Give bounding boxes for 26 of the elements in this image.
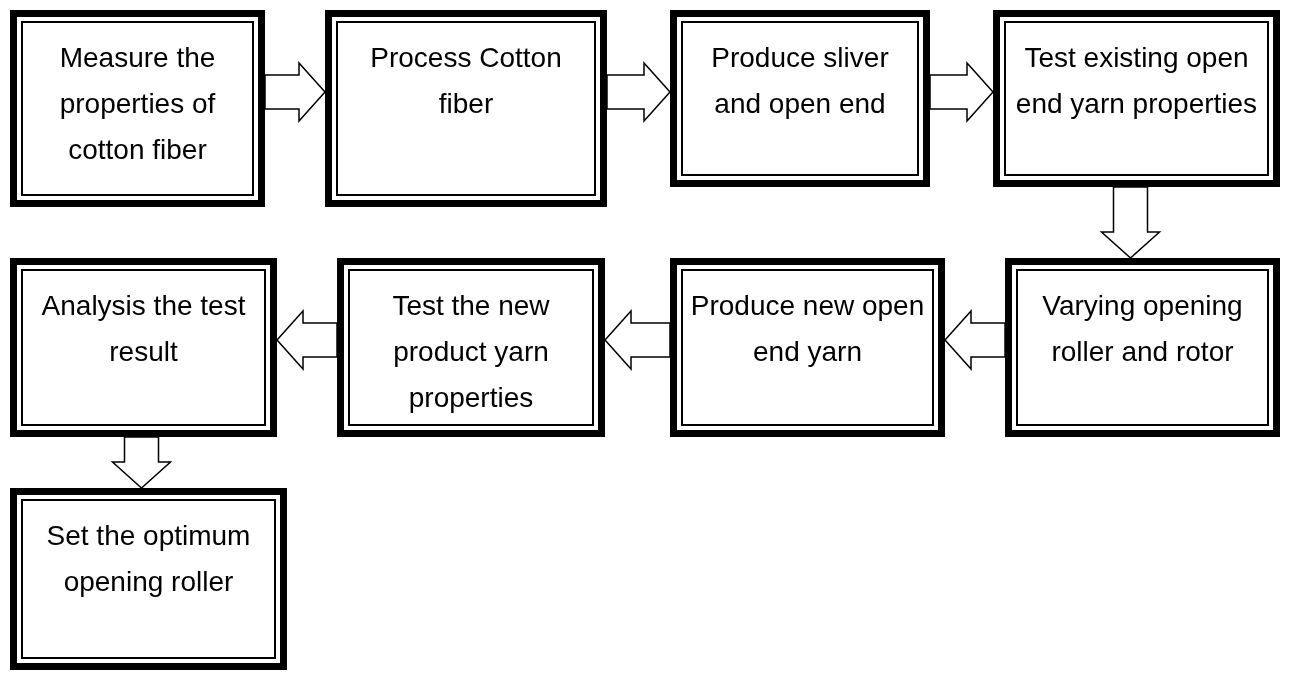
step-text: Measure the properties of cotton fiber <box>58 41 217 167</box>
step-text: Test existing open end yarn properties <box>1014 41 1259 121</box>
block-arrow <box>604 309 671 371</box>
block-arrow <box>1099 186 1162 259</box>
step-text: Analysis the test result <box>40 289 247 369</box>
process-box <box>10 10 265 207</box>
block-arrow <box>944 309 1006 371</box>
process-box <box>670 258 945 437</box>
process-box <box>993 10 1280 187</box>
process-box <box>337 258 605 437</box>
block-arrow <box>110 436 173 489</box>
process-box <box>670 10 930 187</box>
process-box <box>10 258 277 437</box>
block-arrow <box>276 309 338 371</box>
step-text: Varying opening roller and rotor <box>1041 289 1244 369</box>
step-text: Produce new open end yarn <box>689 289 926 369</box>
step-text: Set the optimum opening roller <box>45 519 252 599</box>
process-box <box>1005 258 1280 437</box>
block-arrow <box>606 61 671 123</box>
step-text: Produce sliver and open end <box>710 41 890 121</box>
step-text: Process Cotton fiber <box>369 41 563 121</box>
process-box <box>10 488 287 670</box>
block-arrow <box>929 61 994 123</box>
block-arrow <box>264 61 326 123</box>
step-text: Test the new product yarn properties <box>391 289 551 415</box>
process-box <box>325 10 607 207</box>
